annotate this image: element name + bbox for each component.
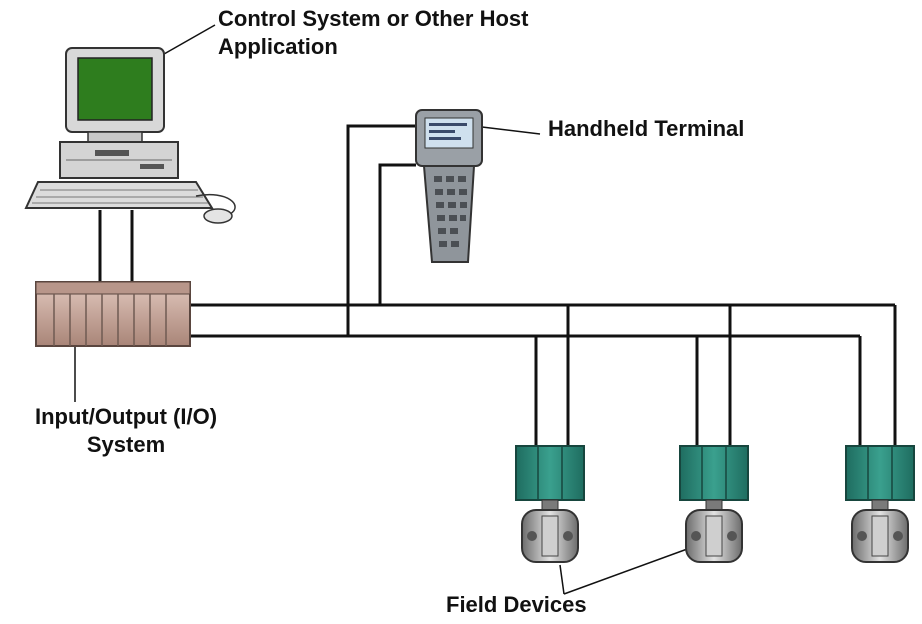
handheld-terminal-icon <box>415 109 483 263</box>
handheld-terminal-label: Handheld Terminal <box>548 116 745 141</box>
io-system-label-line2: System <box>86 432 166 457</box>
network-wiring <box>98 124 897 448</box>
field-device-icon <box>845 445 915 563</box>
io-system-label-line1: Input/Output (I/O) <box>34 404 218 429</box>
host-label-line1: Control System or Other Host <box>218 6 529 31</box>
field-device-icon <box>515 445 585 563</box>
field-devices-label: Field Devices <box>446 592 587 617</box>
io-rack-icon <box>35 281 191 347</box>
host-label-line2: Application <box>218 34 338 59</box>
field-device-icon <box>679 445 749 563</box>
computer-icon <box>24 47 236 224</box>
